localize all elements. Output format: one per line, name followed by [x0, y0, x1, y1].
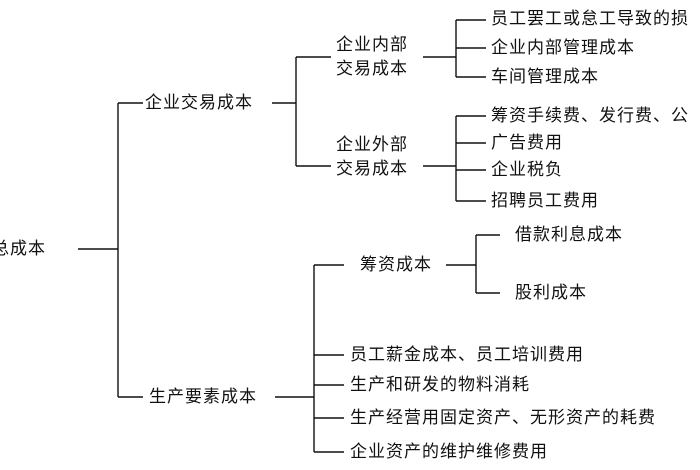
external-item-4: 招聘员工费用 — [491, 191, 599, 211]
connector-financing — [446, 234, 500, 294]
connector-external — [423, 115, 486, 202]
factor-item-4: 企业资产的维护维修费用 — [350, 442, 548, 462]
root-node-label: 总成本 — [0, 239, 46, 259]
connector-internal — [423, 19, 486, 78]
group-external-line-1: 企业外部 — [336, 135, 408, 155]
group-internal-line-1: 企业内部 — [336, 35, 408, 55]
financing-item-dividend: 股利成本 — [515, 283, 587, 303]
financing-cost-label: 筹资成本 — [360, 255, 432, 275]
branch-factor-cost: 生产要素成本 — [149, 387, 257, 407]
connector-branch-trade — [272, 56, 331, 167]
financing-item-interest: 借款利息成本 — [515, 225, 623, 245]
factor-item-2: 生产和研发的物料消耗 — [350, 375, 530, 395]
factor-item-3: 生产经营用固定资产、无形资产的耗费 — [350, 408, 656, 428]
group-internal-trade-cost: 企业内部 交易成本 — [336, 33, 408, 81]
external-item-2: 广告费用 — [491, 133, 563, 153]
internal-item-2: 企业内部管理成本 — [491, 38, 635, 58]
internal-item-1: 员工罢工或怠工导致的损 — [491, 9, 689, 29]
group-external-line-2: 交易成本 — [336, 159, 408, 179]
branch-trade-cost: 企业交易成本 — [145, 93, 253, 113]
external-item-3: 企业税负 — [491, 160, 563, 180]
connector-root — [78, 102, 143, 398]
external-item-1: 筹资手续费、发行费、公 — [491, 106, 689, 126]
internal-item-3: 车间管理成本 — [491, 67, 599, 87]
factor-item-1: 员工薪金成本、员工培训费用 — [350, 345, 584, 365]
group-external-trade-cost: 企业外部 交易成本 — [336, 133, 408, 181]
group-internal-line-2: 交易成本 — [336, 59, 408, 79]
connector-branch-factor — [275, 264, 344, 453]
